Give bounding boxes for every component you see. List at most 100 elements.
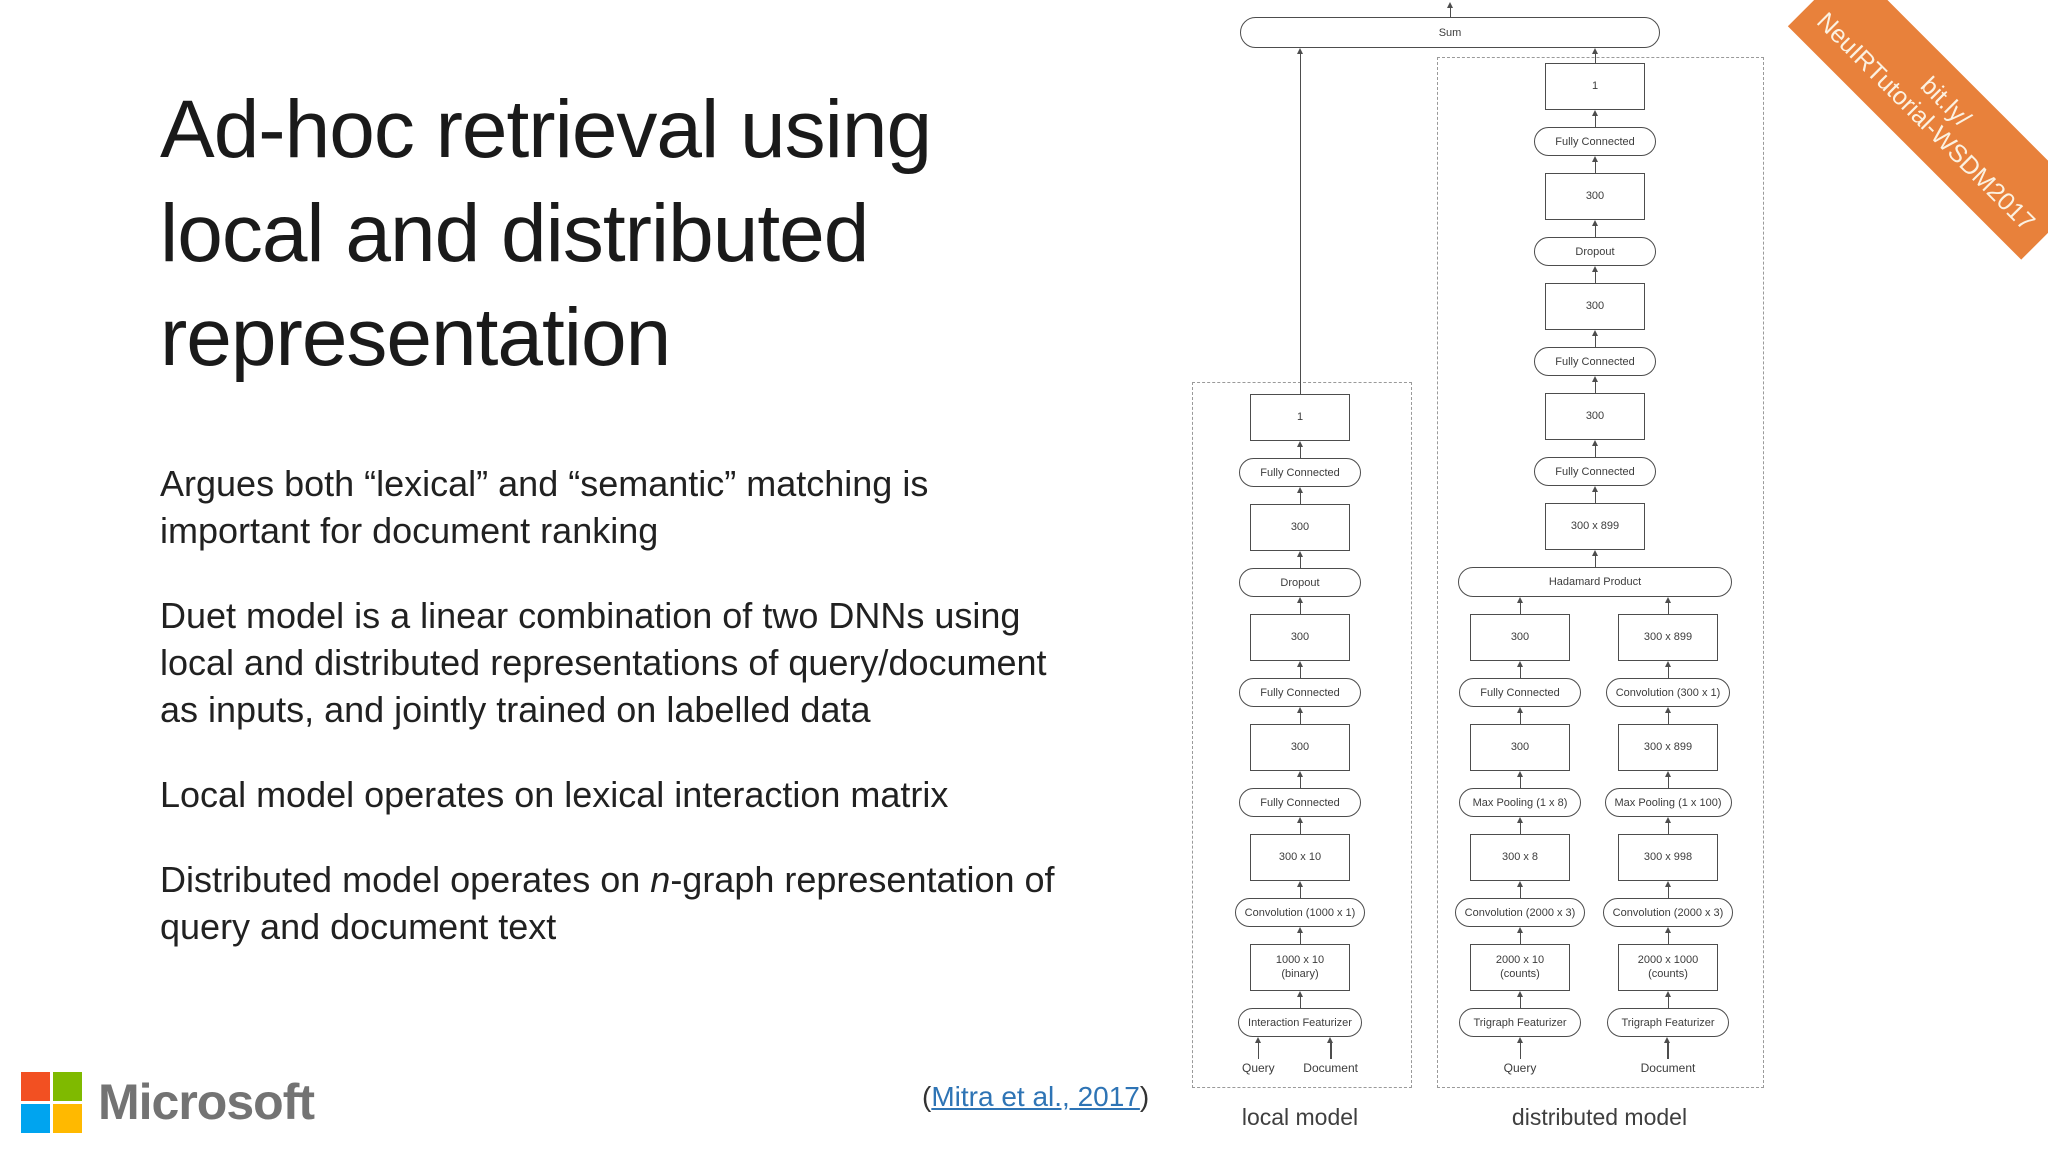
up-arrow-icon [1296,817,1305,834]
diagram-node-300: 300 [1250,504,1350,551]
body-text: Argues both “lexical” and “semantic” mat… [160,460,1055,988]
local-model-dashed-border [1192,382,1412,1088]
diagram-input-label: Query [1242,1061,1275,1075]
up-arrow-icon [1591,156,1600,173]
citation-paren: ) [1139,1081,1150,1112]
citation-link[interactable]: Mitra et al., 2017 [931,1081,1140,1112]
diagram-node-300-x-8: 300 x 8 [1470,834,1570,881]
diagram-node-fully-connected: Fully Connected [1239,678,1361,707]
diagram-node-1: 1 [1250,394,1350,441]
diagram-input-label: Document [1640,1061,1696,1075]
diagram-node-convolution-300-x-1-: Convolution (300 x 1) [1605,678,1731,707]
body-line: important for document ranking [160,510,659,551]
hadamard-product-node: Hadamard Product [1458,567,1732,597]
diagram-node-convolution-1000-x-1-: Convolution (1000 x 1) [1234,898,1366,927]
up-arrow-icon [1254,1037,1263,1059]
title-line: Ad-hoc retrieval using [160,84,932,175]
up-arrow-icon [1516,661,1525,678]
body-line-italic-n: n [650,859,671,900]
diagram-node-fully-connected: Fully Connected [1459,678,1581,707]
diagram-node-trigraph-featurizer: Trigraph Featurizer [1459,1008,1581,1037]
body-line-part: -graph representation of [670,859,1055,900]
up-arrow-icon [1296,487,1305,504]
up-arrow-icon [1296,771,1305,788]
up-arrow-icon [1296,881,1305,898]
diagram-input-label: Document [1303,1061,1358,1075]
diagram-node-fully-connected: Fully Connected [1534,457,1656,486]
up-arrow-icon [1664,707,1673,724]
distributed-model-dashed-border [1437,57,1764,1088]
logo-square-blue [21,1104,50,1133]
diagram-node-interaction-featurizer: Interaction Featurizer [1238,1008,1362,1037]
up-arrow-icon [1296,551,1305,568]
microsoft-wordmark: Microsoft [98,1074,315,1130]
body-line: Local model operates on lexical interact… [160,774,949,815]
sum-node: Sum [1240,17,1660,48]
diagram-node-300: 300 [1545,173,1645,220]
title-line: representation [160,292,671,383]
title-line: local and distributed [160,188,869,279]
diagram-node-300: 300 [1250,614,1350,661]
diagram-node-fully-connected: Fully Connected [1534,347,1656,376]
body-line: query and document text [160,906,557,947]
up-arrow-icon [1326,1037,1335,1059]
output-up-arrow-icon [1446,2,1455,17]
paragraph-duet-model: Duet model is a linear combination of tw… [160,592,1055,733]
diagram-node-300-x-899: 300 x 899 [1545,503,1645,550]
diagram-node-300-x-899: 300 x 899 [1618,614,1718,661]
up-arrow-icon [1516,1037,1525,1059]
up-arrow-icon [1591,440,1600,457]
up-arrow-icon [1591,376,1600,393]
diagram-input-query: Query [1503,1037,1537,1075]
up-arrow-icon [1516,707,1525,724]
local-model-caption: local model [1241,1104,1359,1130]
diagram-node-300: 300 [1545,393,1645,440]
diagram-node-max-pooling-1-x-100-: Max Pooling (1 x 100) [1604,788,1732,817]
local-model-inputs: Query Document [1242,1037,1358,1075]
page-title: Ad-hoc retrieval using local and distrib… [160,78,932,390]
up-arrow-icon [1591,330,1600,347]
up-arrow-icon [1516,771,1525,788]
distributed-model-caption: distributed model [1511,1104,1688,1130]
diagram-node-1000-x-10-binary-: 1000 x 10 (binary) [1250,944,1350,991]
up-arrow-icon [1296,927,1305,944]
local-to-sum-arrow-icon [1296,48,1305,394]
diagram-node-convolution-2000-x-3-: Convolution (2000 x 3) [1454,898,1586,927]
citation-paren: ( [922,1081,932,1112]
up-arrow-icon [1664,817,1673,834]
distributed-query-input: Query [1488,1037,1552,1075]
up-arrow-icon [1664,881,1673,898]
right-branch-to-hadamard-arrow-icon [1664,597,1673,614]
diagram-node-2000-x-1000-counts-: 2000 x 1000 (counts) [1618,944,1718,991]
diagram-node-max-pooling-1-x-8-: Max Pooling (1 x 8) [1459,788,1581,817]
diagram-node-300: 300 [1545,283,1645,330]
up-arrow-icon [1516,991,1525,1008]
up-arrow-icon [1296,707,1305,724]
diagram-input-label: Query [1503,1061,1537,1075]
up-arrow-icon [1296,441,1305,458]
paragraph-distributed-model: Distributed model operates on n-graph re… [160,856,1055,950]
up-arrow-icon [1664,771,1673,788]
diagram-node-dropout: Dropout [1239,568,1361,597]
diagram-node-300: 300 [1470,724,1570,771]
up-arrow-icon [1591,220,1600,237]
left-branch-to-hadamard-arrow-icon [1516,597,1525,614]
diagram-node-fully-connected: Fully Connected [1239,458,1361,487]
diagram-input-document: Document [1303,1037,1358,1075]
diagram-input-query: Query [1242,1037,1275,1075]
diagram-node-fully-connected: Fully Connected [1534,127,1656,156]
logo-square-red [21,1072,50,1101]
diagram-node-convolution-2000-x-3-: Convolution (2000 x 3) [1602,898,1734,927]
up-arrow-icon [1664,661,1673,678]
diagram-node-trigraph-featurizer: Trigraph Featurizer [1607,1008,1729,1037]
body-line: as inputs, and jointly trained on labell… [160,689,871,730]
citation: (Mitra et al., 2017) [922,1081,1149,1113]
paragraph-lexical-semantic: Argues both “lexical” and “semantic” mat… [160,460,1055,554]
diagram-input-document: Document [1640,1037,1696,1075]
up-arrow-icon [1591,110,1600,127]
